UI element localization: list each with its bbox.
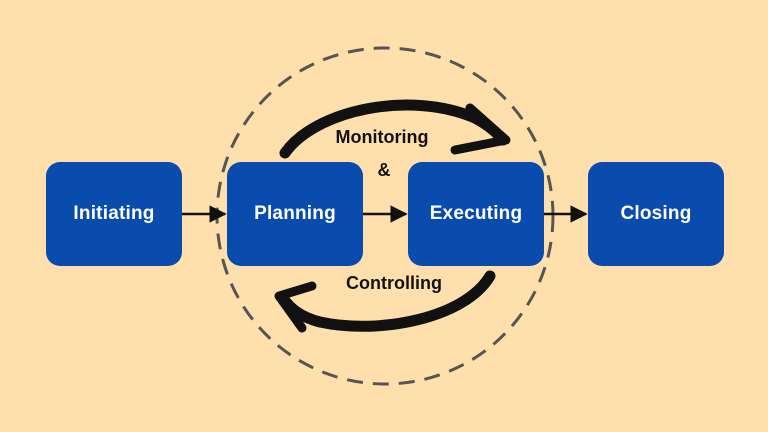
stage-planning: Planning [227,162,363,266]
stage-closing: Closing [588,162,724,266]
stage-closing-label: Closing [620,203,692,224]
monitoring-arrowhead-icon [450,103,511,155]
stage-initiating-label: Initiating [73,203,155,224]
stage-initiating: Initiating [46,162,182,266]
stage-executing-label: Executing [429,203,523,224]
controlling-label: Controlling [346,273,442,293]
stage-executing: Executing [408,162,544,266]
ampersand-label: & [377,160,391,180]
monitoring-label: Monitoring [335,127,429,147]
stage-planning-label: Planning [254,203,336,224]
controlling-arrowhead-icon [274,281,317,333]
